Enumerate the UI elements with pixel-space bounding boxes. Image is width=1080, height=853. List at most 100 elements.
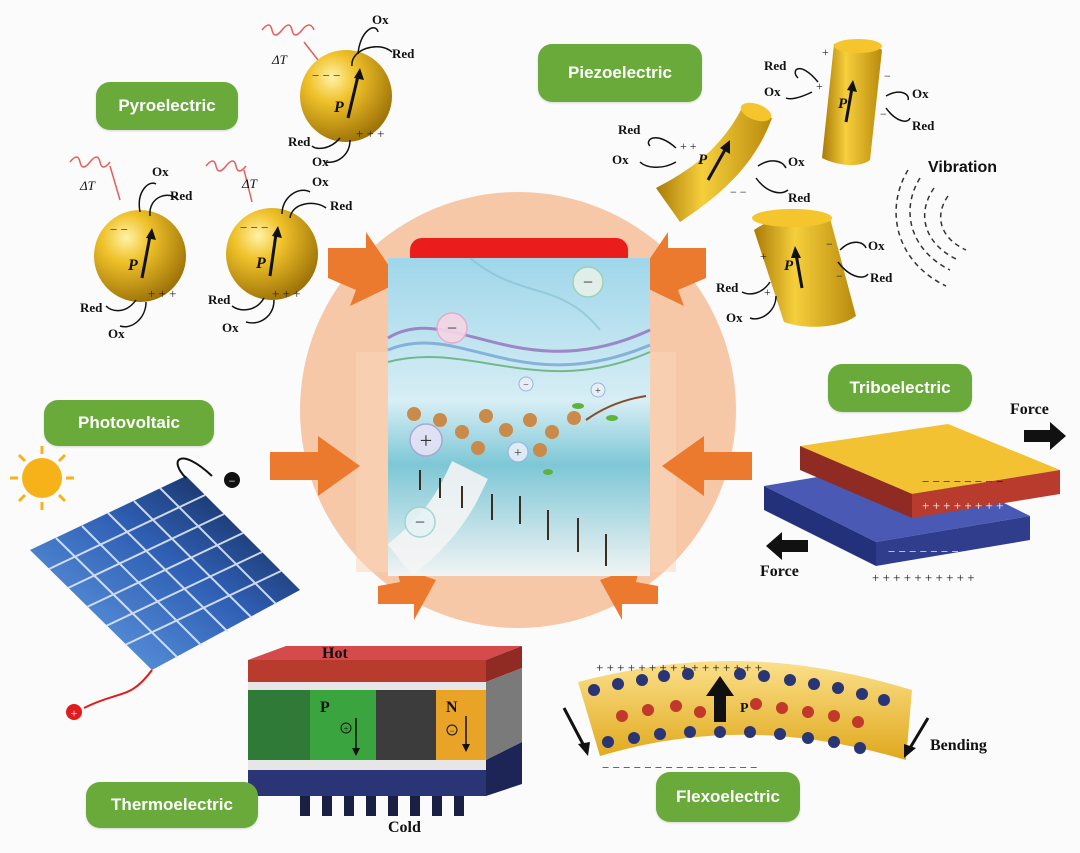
force-label-right: Force [1010, 401, 1049, 418]
svg-text:Ox: Ox [912, 86, 929, 101]
svg-text:Ox: Ox [726, 310, 743, 325]
svg-text:Ox: Ox [312, 174, 329, 189]
piezo-rod-bottom: P + + − − Ox Red Red Ox [716, 209, 893, 327]
svg-text:ΔT: ΔT [271, 52, 288, 67]
svg-text:Ox: Ox [788, 154, 805, 169]
svg-text:− − −: − − − [312, 68, 341, 83]
svg-text:+ + +: + + + [272, 286, 301, 301]
thermoelectric-panel: Hot Cold P + N − [248, 645, 522, 836]
svg-text:+: + [343, 724, 348, 734]
piezo-rod-top: P + + − − Red Ox Ox Red [764, 39, 935, 166]
svg-text:+ + + + + + + +: + + + + + + + + [922, 498, 1003, 513]
p-leg [310, 690, 376, 760]
solar-panel [30, 476, 300, 670]
svg-text:Red: Red [288, 134, 311, 149]
piezoelectric-panel: P + + − − Red Ox Ox Red P + + − − Red [612, 39, 997, 327]
svg-text:P: P [320, 699, 330, 716]
triboelectric-panel: − − − − − − − + + + + + + + + + + − − − … [760, 401, 1066, 585]
svg-text:P: P [838, 96, 848, 112]
bending-label: Bending [930, 737, 987, 754]
svg-text:Red: Red [208, 292, 231, 307]
hot-label: Hot [322, 645, 348, 662]
vibration-label: Vibration [928, 159, 997, 176]
inward-arrows [270, 232, 752, 620]
svg-text:+: + [816, 79, 823, 93]
arrow-right [662, 436, 752, 496]
arrow-bottom-right [600, 566, 658, 620]
svg-text:+: + [420, 428, 432, 453]
svg-text:Red: Red [330, 198, 353, 213]
svg-text:P: P [127, 257, 138, 274]
svg-text:Red: Red [912, 118, 935, 133]
n-leg [436, 690, 486, 760]
svg-text:P: P [784, 258, 794, 274]
svg-text:+: + [514, 446, 522, 461]
svg-text:Ox: Ox [612, 152, 629, 167]
svg-text:+ +: + + [680, 139, 697, 153]
flexoelectric-label: Flexoelectric [656, 772, 800, 822]
svg-text:Red: Red [618, 122, 641, 137]
svg-text:+: + [822, 45, 829, 59]
svg-text:−: − [884, 69, 891, 83]
piezoelectric-label: Piezoelectric [538, 44, 702, 102]
force-arrow-right [1024, 422, 1066, 450]
arrow-bottom-left [378, 566, 436, 620]
svg-text:+ + + + + + + +: + + + + + + + + + + + + + + + + [596, 660, 762, 675]
svg-text:− − −: − − − [240, 220, 269, 235]
svg-text:−: − [880, 107, 887, 121]
polarization-arrow [706, 676, 734, 722]
svg-text:Red: Red [80, 300, 103, 315]
negative-terminal [224, 472, 240, 488]
svg-text:N: N [446, 699, 458, 716]
bubble-4: − [404, 506, 436, 538]
pyro-ball-top: ΔT − − − + + + P Ox Red Red Ox [261, 12, 415, 169]
svg-text:− −: − − [730, 185, 747, 199]
bubble-2: − [572, 266, 604, 298]
positive-terminal [66, 704, 82, 720]
svg-text:Red: Red [870, 270, 893, 285]
svg-text:+ + +: + + + [356, 126, 385, 141]
bubble-5: + [507, 441, 529, 463]
central-scene: − − + − + + − [387, 238, 651, 576]
svg-text:−: − [583, 272, 593, 292]
svg-text:ΔT: ΔT [79, 178, 96, 193]
svg-text:+: + [71, 706, 78, 720]
svg-text:Ox: Ox [152, 164, 169, 179]
triboelectric-label: Triboelectric [828, 364, 972, 412]
svg-text:−: − [826, 237, 833, 251]
svg-text:− − − − − − −: − − − − − − − [888, 544, 959, 559]
svg-text:+: + [760, 249, 767, 263]
thermoelectric-label: Thermoelectric [86, 782, 258, 828]
svg-text:− −: − − [110, 222, 128, 237]
svg-text:−: − [449, 726, 454, 736]
arrow-top-left [328, 232, 400, 306]
bubble-6: + [590, 382, 606, 398]
svg-text:Ox: Ox [108, 326, 125, 341]
photovoltaic-panel: − + [10, 446, 300, 720]
bubble-1: − [436, 312, 468, 344]
svg-text:−: − [523, 380, 529, 391]
pyroelectric-label: Pyroelectric [96, 82, 238, 130]
svg-text:Red: Red [170, 188, 193, 203]
arrow-top-right [634, 232, 706, 306]
svg-text:P: P [255, 255, 266, 272]
svg-text:P: P [740, 701, 749, 716]
svg-text:+: + [764, 285, 771, 299]
svg-text:Ox: Ox [312, 154, 329, 169]
arrow-left [270, 436, 360, 496]
svg-text:Ox: Ox [764, 84, 781, 99]
svg-text:Red: Red [716, 280, 739, 295]
svg-text:−: − [447, 318, 457, 338]
bubble-7: − [518, 376, 534, 392]
svg-text:Red: Red [392, 46, 415, 61]
svg-text:+ + + + + + + + + +: + + + + + + + + + + [872, 570, 975, 585]
force-arrow-left [766, 532, 808, 560]
photovoltaic-label: Photovoltaic [44, 400, 214, 446]
piezo-rod-left: P + + − − Red Ox Ox Red [612, 102, 811, 222]
svg-text:+: + [595, 386, 601, 397]
svg-text:Ox: Ox [372, 12, 389, 27]
svg-text:Red: Red [764, 58, 787, 73]
bubble-3: + [409, 423, 443, 457]
flexoelectric-panel: + + + + + + + + + + + + + + + + − − − − … [562, 660, 987, 775]
